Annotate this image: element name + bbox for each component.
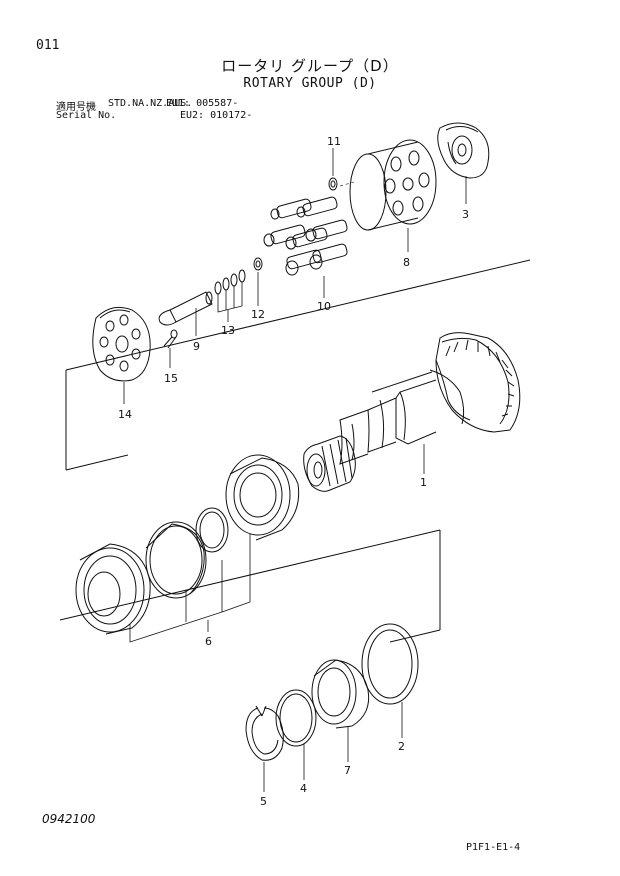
document-code: 0942100 [42, 812, 96, 826]
callout-3: 3 [462, 208, 469, 221]
part-15-screw [163, 329, 178, 368]
page-number: 011 [36, 38, 60, 53]
callout-12: 12 [251, 308, 265, 321]
callout-14: 14 [118, 408, 132, 421]
part-4-ring [275, 689, 317, 780]
callout-11: 11 [327, 135, 341, 148]
part-10-pistons [263, 196, 348, 298]
part-12-washer [253, 257, 263, 306]
upper-group-outline [65, 259, 531, 471]
callout-15: 15 [164, 372, 178, 385]
callout-6: 6 [205, 635, 212, 648]
model-codes: STD.NA.NZ.AUS. [108, 98, 193, 109]
part-5-snap-ring [245, 705, 284, 792]
callout-7: 7 [344, 764, 351, 777]
part-6-bearing-set [75, 454, 300, 643]
part-9-center-pin [158, 291, 213, 336]
sheet-code: P1F1-E1-4 [466, 842, 521, 853]
lower-group-outline [59, 529, 441, 643]
callout-10: 10 [317, 300, 331, 313]
serial-label-japanese: 適用号機 [56, 102, 96, 113]
callout-9: 9 [193, 340, 200, 353]
callout-13: 13 [221, 324, 235, 337]
part-14-retainer-plate [92, 306, 151, 404]
title-english: ROTARY GROUP (D) [243, 76, 377, 91]
part-1-shaft [303, 332, 521, 492]
title-japanese: ロータリ グループ（D） [221, 57, 399, 75]
serial-eu2: EU2: 010172- [180, 110, 253, 121]
part-2-thrust-washer [361, 623, 419, 738]
callout-5: 5 [260, 795, 267, 808]
callout-8: 8 [403, 256, 410, 269]
part-13-shims [214, 269, 246, 322]
part-11-ring [328, 148, 355, 191]
callout-4: 4 [300, 782, 307, 795]
serial-eu1: EU1: 005587- [166, 98, 239, 109]
serial-label-english: Serial No. [56, 110, 117, 121]
callout-2: 2 [398, 740, 405, 753]
callout-1: 1 [420, 476, 427, 489]
part-7-bearing [311, 659, 370, 762]
part-8-cylinder-block [349, 139, 437, 252]
part-3-valve-plate [437, 122, 490, 204]
